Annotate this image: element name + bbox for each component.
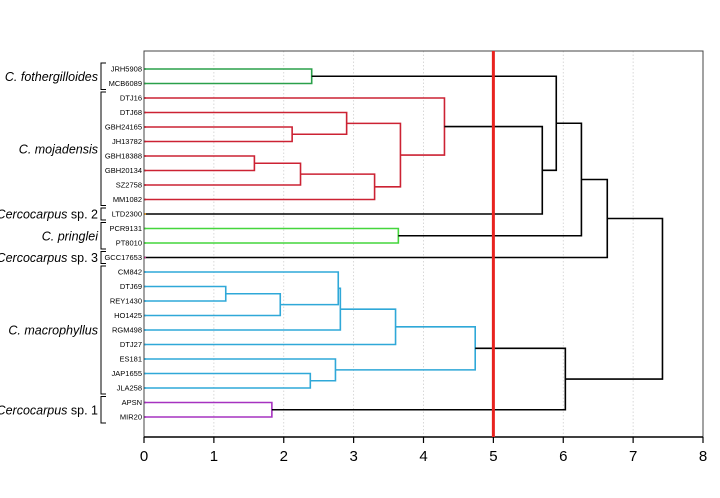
group-label: C. pringlei (42, 229, 99, 243)
leaf-label: DTJ27 (120, 340, 142, 349)
leaf-label: MIR20 (120, 413, 142, 422)
x-tick-label: 2 (280, 448, 288, 465)
leaf-label: PT8010 (116, 239, 142, 248)
leaf-label: DTJ16 (120, 94, 142, 103)
leaf-label: JH13782 (112, 137, 142, 146)
group-bracket (100, 91, 106, 206)
x-tick-label: 7 (629, 448, 637, 465)
x-tick-label: 4 (419, 448, 427, 465)
leaf-label: RGM498 (112, 326, 142, 335)
leaf-label: JLA258 (117, 384, 142, 393)
branch-m_mo2 (144, 111, 348, 136)
group-label-italic: C. pringlei (42, 229, 99, 243)
leaf-label: ES181 (119, 355, 142, 364)
group-label-italic: Cercocarpus (0, 251, 67, 265)
group-label: Cercocarpus sp. 3 (0, 251, 98, 265)
leaf-label: GCC17653 (104, 253, 142, 262)
group-label-plain: sp. 3 (67, 251, 98, 265)
leaf-label: GBH18388 (105, 152, 142, 161)
group-bracket (100, 396, 106, 424)
group-label: C. macrophyllus (8, 324, 98, 338)
leaf-labels: JRH5908MCB6089DTJ16DTJ68GBH24165JH13782G… (104, 65, 142, 422)
leaf-label: PCR9131 (109, 224, 142, 233)
x-tick-label: 5 (489, 448, 497, 465)
leaf-label: MM1082 (113, 195, 142, 204)
branch-m_mo1 (144, 126, 293, 143)
branch-m_k3 (398, 122, 583, 237)
group-label-italic: C. macrophyllus (8, 324, 98, 338)
branch-m_mo5 (144, 173, 376, 201)
leaf-label: SZ2758 (116, 181, 142, 190)
branch-m_pr (144, 227, 400, 244)
group-bracket (100, 62, 106, 90)
group-bracket (100, 207, 106, 221)
group-label: C. mojadensis (19, 142, 98, 156)
group-labels: C. fothergilloides C. mojadensisCercocarp… (0, 62, 106, 424)
branch-m_root (565, 217, 664, 380)
x-tick-label: 1 (210, 448, 218, 465)
group-label-italic: Cercocarpus (0, 403, 67, 417)
leaf-label: JAP1655 (112, 369, 142, 378)
group-label-plain: sp. 1 (67, 403, 98, 417)
branch-m_ma7 (144, 358, 337, 382)
leaf-label: GBH20134 (105, 166, 142, 175)
group-label: Cercocarpus sp. 1 (0, 403, 98, 417)
group-bracket (100, 265, 106, 395)
leaf-label: DTJ68 (120, 108, 142, 117)
group-label-plain: sp. 2 (67, 208, 98, 222)
branch-m_fo (144, 68, 313, 85)
group-bracket (100, 222, 106, 250)
group-label: Cercocarpus sp. 2 (0, 208, 98, 222)
leaf-label: REY1430 (110, 297, 142, 306)
branch-m_mo (144, 97, 446, 156)
leaf-label: GBH24165 (105, 123, 142, 132)
group-bracket (100, 251, 106, 264)
group-label-italic: Cercocarpus (0, 208, 67, 222)
leaf-label: DTJ69 (120, 282, 142, 291)
branch-m_mo6 (346, 122, 402, 188)
branch-m_mo3 (144, 155, 256, 172)
leaf-label: APSN (122, 398, 142, 407)
dendrogram-branches (144, 68, 664, 418)
group-label-italic: C. fothergilloides (5, 70, 98, 84)
branch-m_ma6 (144, 372, 312, 389)
leaf-label: MCB6089 (109, 79, 142, 88)
branch-m_ma3 (144, 271, 340, 306)
x-tick-label: 0 (140, 448, 148, 465)
branch-m_ma2 (144, 292, 282, 317)
branch-m_mo4 (144, 162, 302, 186)
group-label: C. fothergilloides (5, 70, 98, 84)
branch-m_ma (335, 326, 477, 371)
branch-m_ma5 (144, 308, 397, 346)
branch-m_ma4 (144, 287, 342, 331)
x-tick-label: 3 (349, 448, 357, 465)
x-tick-label: 8 (699, 448, 707, 465)
x-tick-label: 6 (559, 448, 567, 465)
leaf-label: CM842 (118, 268, 142, 277)
branch-m_k5 (271, 347, 567, 411)
leaf-label: JRH5908 (111, 65, 142, 74)
x-axis-ticks: 0 1 2 3 4 5 6 7 8 (140, 437, 707, 465)
group-label-italic: C. mojadensis (19, 142, 98, 156)
branch-m_k4 (144, 178, 609, 259)
leaf-label: HO1425 (114, 311, 142, 320)
branch-m_s1 (144, 401, 273, 418)
leaf-label: LTD2300 (112, 210, 142, 219)
